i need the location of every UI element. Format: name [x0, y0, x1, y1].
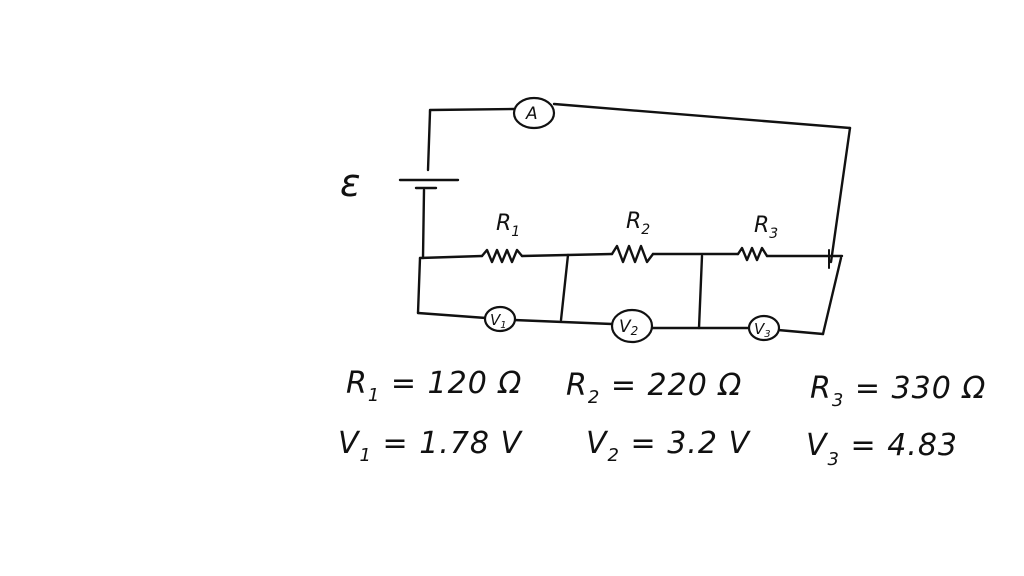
- v1-value: V1 = 1.78 V: [338, 426, 524, 466]
- divider-1: [559, 253, 570, 322]
- resistor-r1-zigzag: [480, 248, 524, 264]
- ammeter-circle: [512, 96, 556, 130]
- resistor-r2-label: R2: [626, 209, 650, 238]
- voltmeter-v2-circle: [610, 308, 654, 344]
- ammeter-label: A: [525, 104, 538, 124]
- divider-2: [697, 254, 704, 330]
- resistor-r1-label: R1: [496, 211, 520, 240]
- resistor-row: [418, 244, 844, 264]
- v2-value: V2 = 3.2 V: [586, 426, 751, 466]
- main-loop-wires: [421, 102, 852, 264]
- r3-value: R3 = 330 Ω: [810, 371, 986, 411]
- r1-value: R1 = 120 Ω: [346, 366, 522, 406]
- svg-text:V3: V3: [754, 320, 771, 340]
- svg-text:V2: V2: [619, 317, 638, 338]
- resistor-r3-label: R3: [754, 213, 778, 242]
- ammeter: A: [512, 96, 556, 130]
- r2-value: R2 = 220 Ω: [566, 368, 742, 408]
- resistance-values: R1 = 120 Ω R2 = 220 Ω R3 = 330 Ω: [346, 366, 986, 411]
- voltmeter-v3: V3: [747, 314, 781, 342]
- v3-value: V3 = 4.83: [806, 428, 958, 470]
- voltmeter-v2: V2: [610, 308, 654, 344]
- svg-text:V1: V1: [490, 311, 507, 331]
- resistor-r2-zigzag: [610, 244, 655, 264]
- voltmeter-v1: V1: [483, 305, 517, 333]
- resistor-r3-zigzag: [736, 246, 769, 262]
- voltmeter-v1-circle: [483, 305, 517, 333]
- voltage-values: V1 = 1.78 V V2 = 3.2 V V3 = 4.83: [338, 426, 958, 470]
- voltmeter-v3-circle: [747, 314, 781, 342]
- battery: [398, 178, 460, 190]
- voltmeter-branch: [416, 249, 843, 336]
- emf-label: ε: [340, 161, 361, 205]
